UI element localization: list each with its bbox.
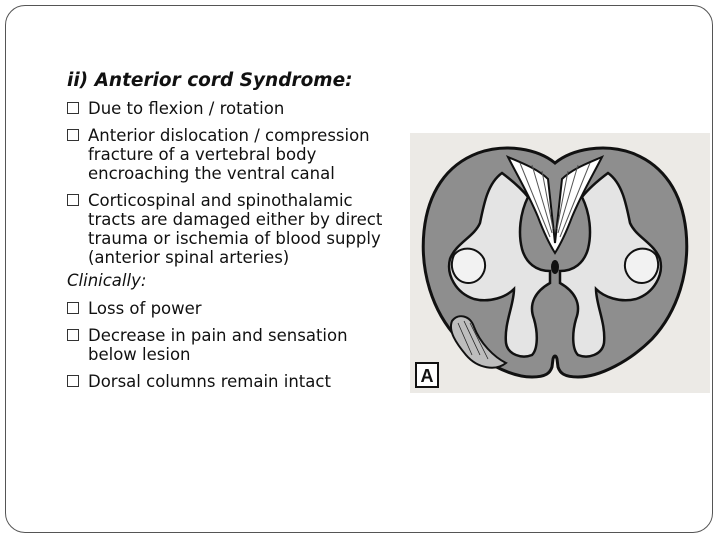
checkbox-bullet-icon <box>67 129 79 141</box>
dorsal-columns <box>505 155 605 255</box>
figure-label: A <box>421 366 434 386</box>
bullet-text: Loss of power <box>88 299 202 318</box>
slide-frame <box>5 5 713 533</box>
bullet-text: Decrease in pain and sensation below les… <box>88 326 348 364</box>
bullet-item: Dorsal columns remain intact <box>67 372 387 391</box>
bullet-item: Due to flexion / rotation <box>67 99 387 118</box>
slide-title: ii) Anterior cord Syndrome: <box>67 70 353 91</box>
spinal-cord-cross-section-figure: A <box>410 133 710 393</box>
slide-body: Due to flexion / rotation Anterior dislo… <box>67 99 387 399</box>
left-anterior-hatch <box>457 320 489 360</box>
bullet-text: Dorsal columns remain intact <box>88 372 331 391</box>
left-anterior-tract <box>450 315 508 369</box>
clinical-subheading: Clinically: <box>67 271 147 290</box>
bullet-item: Anterior dislocation / compression fract… <box>67 126 387 183</box>
right-lateral-tract <box>624 247 660 285</box>
figure-label-box <box>415 362 439 388</box>
central-canal <box>551 260 559 274</box>
bullet-text: Anterior dislocation / compression fract… <box>88 126 370 183</box>
bullet-text: Due to flexion / rotation <box>88 99 285 118</box>
bullet-item: Corticospinal and spinothalamic tracts a… <box>67 191 387 267</box>
left-grey-matter <box>447 171 552 358</box>
checkbox-bullet-icon <box>67 194 79 206</box>
dorsal-fiber-lines <box>519 162 591 238</box>
checkbox-bullet-icon <box>67 102 79 114</box>
bullet-item: Decrease in pain and sensation below les… <box>67 326 387 364</box>
left-lateral-tract <box>450 247 486 285</box>
checkbox-bullet-icon <box>67 329 79 341</box>
bullet-text: Corticospinal and spinothalamic tracts a… <box>88 191 383 267</box>
checkbox-bullet-icon <box>67 375 79 387</box>
right-grey-matter <box>558 171 663 358</box>
checkbox-bullet-icon <box>67 302 79 314</box>
bullet-item: Loss of power <box>67 299 387 318</box>
